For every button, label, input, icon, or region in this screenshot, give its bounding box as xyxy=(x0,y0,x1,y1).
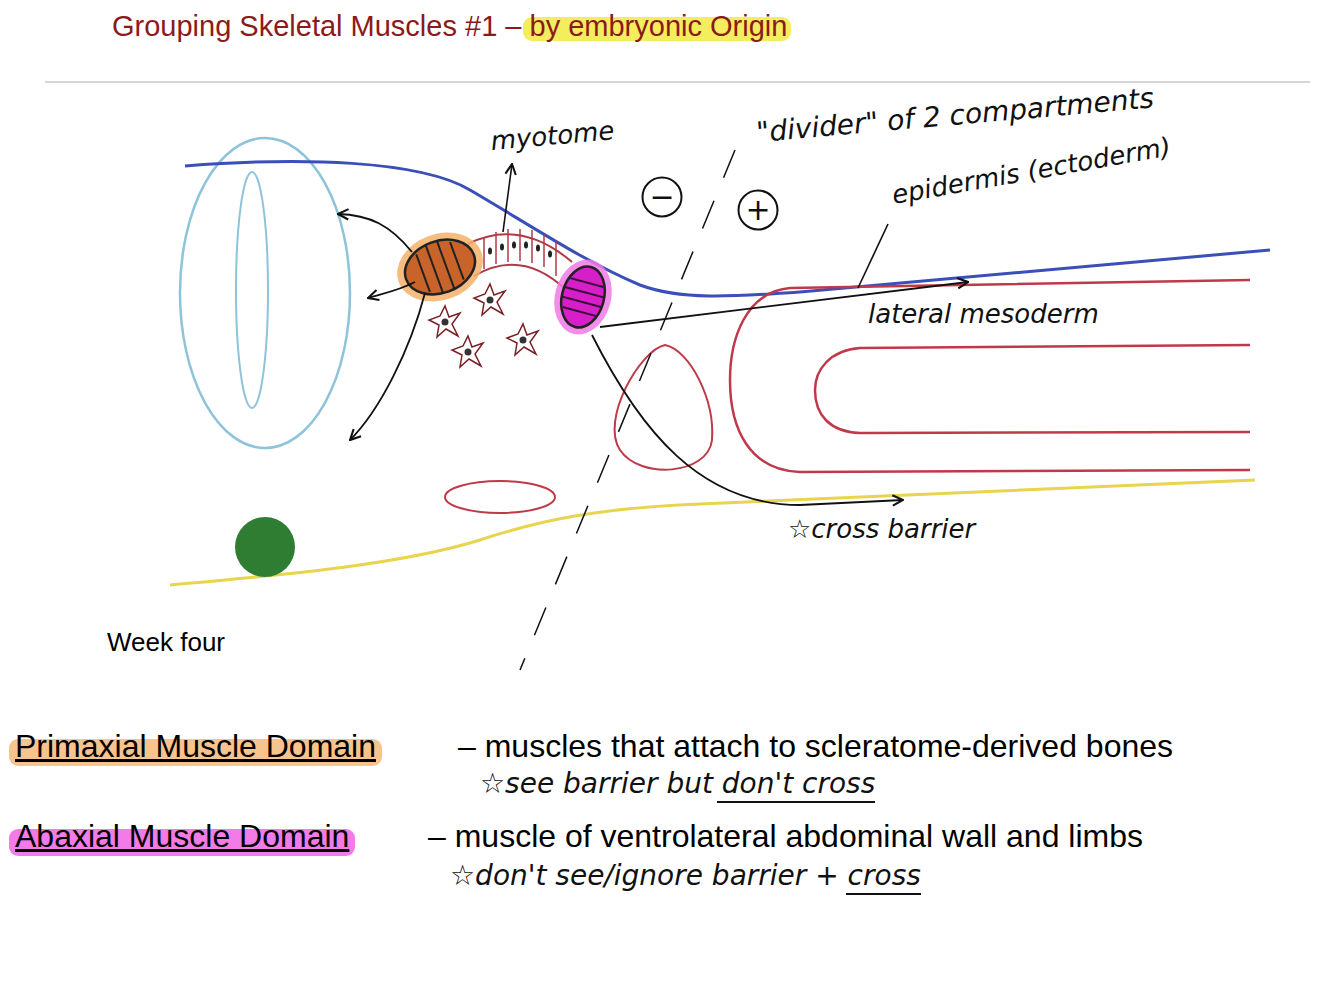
structure-label: epidermis (ectoderm) xyxy=(890,132,1173,210)
domain-definition: – muscles that attach to scleratome-deri… xyxy=(458,728,1173,765)
title-rule xyxy=(45,81,1310,83)
lateral-mesoderm-outer xyxy=(730,280,1250,472)
stage-label: Week four xyxy=(107,628,225,658)
sign-text: + xyxy=(745,195,770,225)
domain-term: Primaxial Muscle Domain xyxy=(15,728,376,765)
migration-arrows xyxy=(338,214,968,505)
handwritten-note: ☆see barrier but don't cross xyxy=(480,768,875,800)
myotome-leader xyxy=(503,164,512,232)
domain-definition: – muscle of ventrolateral abdominal wall… xyxy=(428,818,1143,855)
aorta xyxy=(445,481,555,513)
handwritten-note: ☆don't see/ignore barrier + cross xyxy=(450,860,921,892)
title-text: Grouping Skeletal Muscles #1 – by embryo… xyxy=(112,10,787,43)
abaxial-oval xyxy=(546,253,620,341)
lateral-mesoderm-inner xyxy=(815,345,1250,433)
note-label: ☆cross barrier xyxy=(788,515,975,545)
sign-text: − xyxy=(649,182,674,212)
divider-line xyxy=(520,150,735,670)
note-underline xyxy=(717,801,875,803)
dermomyotome xyxy=(468,229,572,290)
sclerotome-cells xyxy=(429,284,538,367)
note-underline xyxy=(846,893,921,895)
note-label: "divider" of 2 compartments xyxy=(755,82,1155,149)
structure-label: myotome xyxy=(489,116,615,157)
epidermis-line xyxy=(185,162,1270,297)
domain-term: Abaxial Muscle Domain xyxy=(15,818,349,855)
neural-canal xyxy=(236,172,268,408)
circle-outline-path xyxy=(643,178,682,217)
circle-outline-path xyxy=(739,191,778,230)
notochord xyxy=(235,517,295,577)
endoderm-line xyxy=(170,480,1255,585)
epidermis-leader xyxy=(858,224,888,288)
neural-tube xyxy=(180,138,350,448)
structure-label: lateral mesoderm xyxy=(868,300,1099,330)
circled-sign: + xyxy=(737,189,779,231)
circled-sign: − xyxy=(641,176,683,218)
